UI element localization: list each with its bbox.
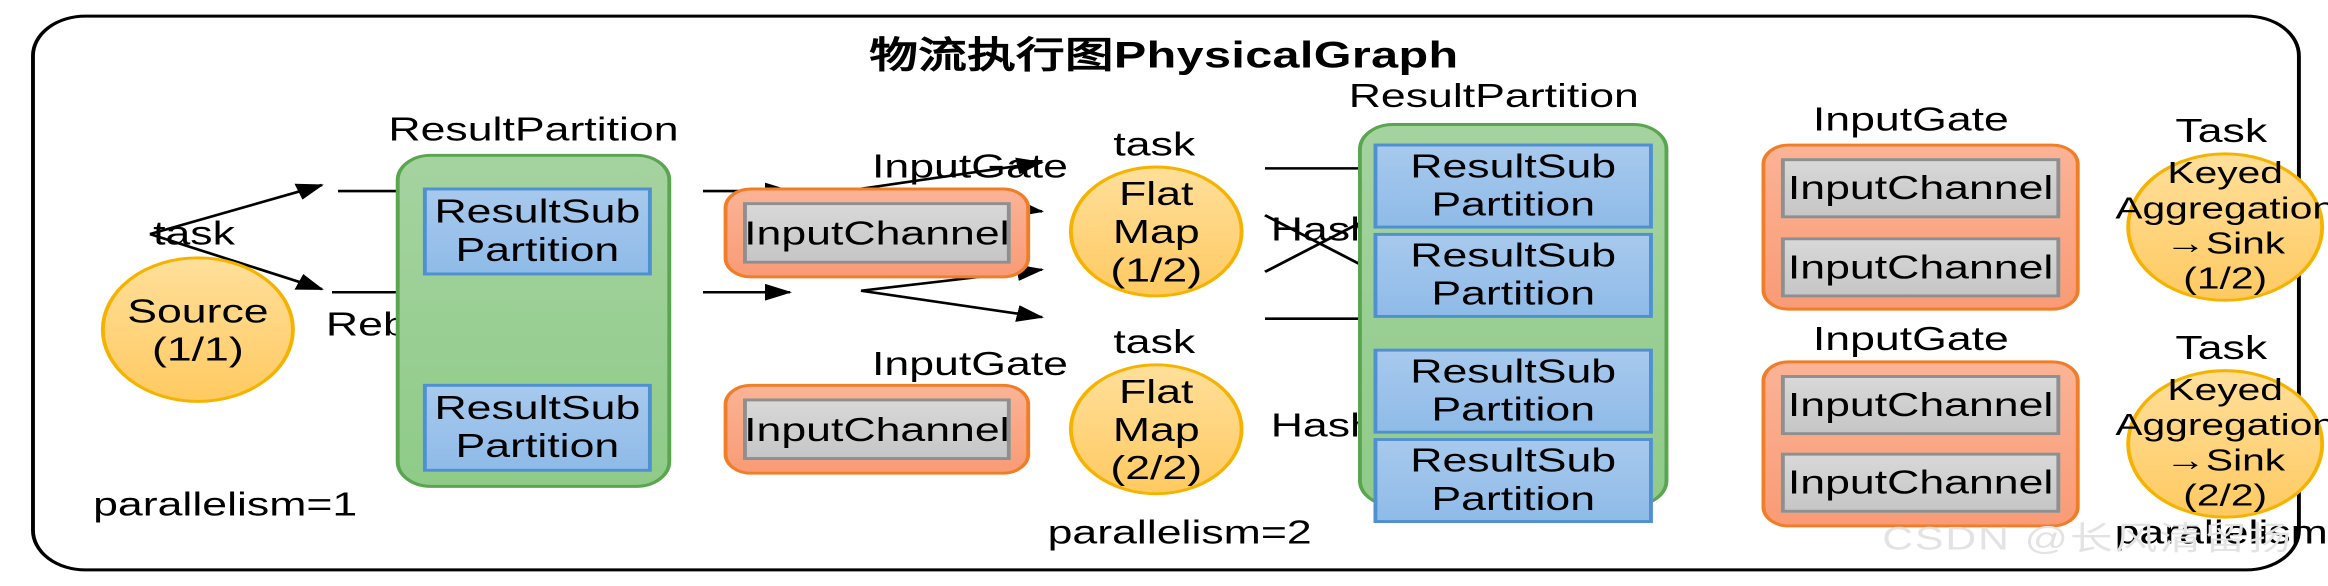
caption-task-source: task [153,213,235,252]
result-sub-partition-2-4[interactable]: ResultSub Partition [1373,438,1653,524]
result-sub-partition-1-2[interactable]: ResultSub Partition [422,383,652,472]
caption-result-partition-1: ResultPartition [388,109,679,148]
sink-2-line-2: Aggregation [2115,408,2328,443]
edge-label-hash-1: Hash [1270,209,1375,248]
node-flatmap-1[interactable]: Flat Map (1/2) [1068,165,1244,298]
sink-1-line-1: Keyed [2167,156,2283,191]
sink-1-line-2: Aggregation [2115,192,2328,226]
input-channel-1-1[interactable]: InputChannel [743,202,1011,264]
rsp-line-1: ResultSub [1410,146,1617,185]
result-sub-partition-1-1[interactable]: ResultSub Partition [422,187,652,276]
caption-result-partition-2: ResultPartition [1348,76,1639,115]
node-flatmap-2-subtask: (2/2) [1110,448,1203,487]
edge-label-hash-2: Hash [1270,405,1375,444]
node-flatmap-1-subtask: (1/2) [1110,250,1203,289]
node-source-subtask: (1/1) [151,329,244,368]
watermark: CSDN @长风清留扬 [1882,520,2294,557]
rsp-line-1: ResultSub [1410,351,1617,391]
rsp-line-2: Partition [455,426,620,465]
rsp-line-2: Partition [455,230,620,269]
rsp-line-2: Partition [1431,389,1596,428]
parallelism-flatmap: parallelism=2 [1047,512,1312,551]
input-channel-4-1[interactable]: InputChannel [1780,375,2061,436]
parallelism-sink: parallelism=2 [2114,512,2328,551]
rsp-line-2: Partition [1431,479,1596,518]
caption-input-gate-1: InputGate [871,146,1069,185]
sink-2-subtask: (2/2) [2183,478,2268,513]
input-channel-3-1[interactable]: InputChannel [1780,158,2061,219]
rsp-line-1: ResultSub [434,388,641,427]
rsp-line-2: Partition [1431,184,1596,223]
input-channel-4-2[interactable]: InputChannel [1780,452,2061,513]
caption-task-flatmap-1: task [1113,124,1196,163]
caption-input-gate-4: InputGate [1812,319,2009,358]
sink-2-line-1: Keyed [2167,373,2283,408]
input-channel-2-1[interactable]: InputChannel [743,398,1011,461]
caption-input-gate-3: InputGate [1812,99,2009,138]
parallelism-source: parallelism=1 [93,484,358,524]
node-source[interactable]: Source (1/1) [100,256,295,403]
caption-task-sink-1: Task [2175,111,2268,150]
node-keyed-aggregation-sink-1[interactable]: Keyed Aggregation →Sink (1/2) [2115,152,2328,302]
result-sub-partition-2-2[interactable]: ResultSub Partition [1373,232,1653,318]
caption-input-gate-2: InputGate [871,344,1069,383]
rsp-line-1: ResultSub [1410,236,1617,275]
result-sub-partition-2-1[interactable]: ResultSub Partition [1373,143,1653,229]
rsp-line-1: ResultSub [434,192,641,231]
node-flatmap-2[interactable]: Flat Map (2/2) [1068,363,1244,496]
caption-task-sink-2: Task [2175,328,2268,367]
node-keyed-aggregation-sink-2[interactable]: Keyed Aggregation →Sink (2/2) [2115,369,2328,519]
node-flatmap-1-label: Flat Map [1112,173,1200,251]
node-flatmap-2-label: Flat Map [1112,371,1200,449]
sink-1-line-3: →Sink [2165,227,2286,261]
input-channel-3-2[interactable]: InputChannel [1780,237,2061,298]
rsp-line-2: Partition [1431,273,1596,313]
rsp-line-1: ResultSub [1410,441,1617,480]
caption-task-flatmap-2: task [1113,322,1196,361]
result-sub-partition-2-3[interactable]: ResultSub Partition [1373,348,1653,434]
sink-2-line-3: →Sink [2165,443,2286,478]
node-source-label: Source [127,291,269,330]
sink-1-subtask: (1/2) [2183,262,2268,296]
page-title: 物流执行图PhysicalGraph [869,35,1459,77]
